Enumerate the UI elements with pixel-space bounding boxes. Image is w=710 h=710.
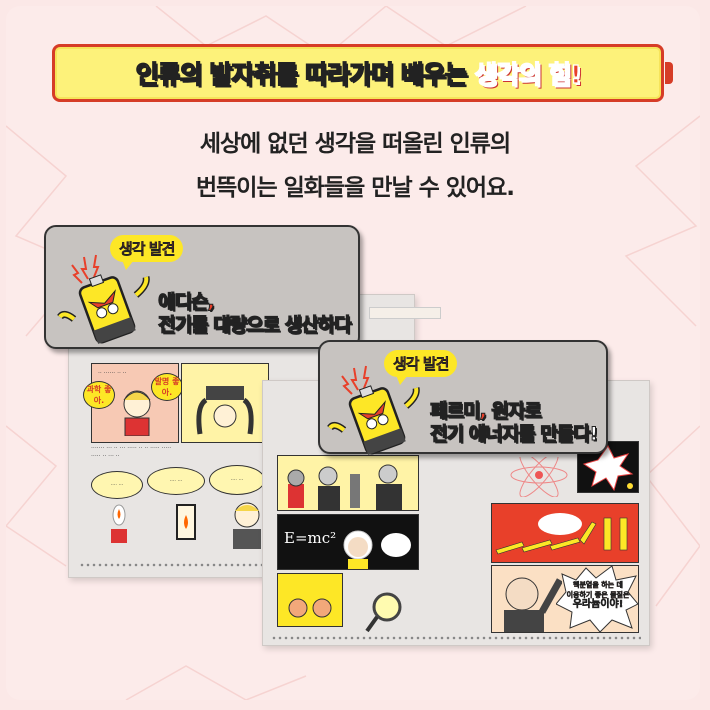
comic-panel-chain-reaction [491,503,639,563]
comic-panel-invention [181,363,269,443]
headline-word: 를 만들다! [518,423,599,446]
uranium-shout: 핵분열을 하는 데 이용하기 좋은 물질은 우라늄이야! [562,580,634,610]
headline-word: 로 [524,400,543,423]
formula-text: E=mc² [284,529,337,547]
bubble-invention: 발명 좋아. [151,373,183,401]
title-banner: 인류의 발자취를 따라가며 배우는 생각의 힘! [52,44,673,102]
shout-burst [556,566,638,632]
dominoes-illustration [495,513,628,555]
banner-title-text: 인류의 발자취를 따라가며 배우는 [135,59,475,89]
battery-mascot-icon [327,365,420,455]
shout-line-2: 이용하기 좋은 물질은 [566,591,630,600]
shout-line-1: 핵분열을 하는 데 [573,581,623,590]
fermi-character [504,577,562,632]
page-body-text: ······· ··· ·· ··· ····· ·· ·· ····· ···… [91,445,172,460]
comic-panel-scientists [277,455,419,511]
subtitle-line-2: 번뜩이는 일화들을 만날 수 있어요. [195,175,515,201]
headline-line-2: 전기를 대량으로 생산하다 [158,314,353,337]
magnifier-illustration [365,592,402,633]
headline-word: 으로 [246,314,285,337]
banner-title: 인류의 발자취를 따라가며 배우는 생각의 힘! [135,55,582,91]
panel-caption: ·· ······ ·· ·· [98,370,127,377]
edison-character [123,390,151,436]
headline-line-2: 전기 에너지를 만들다! [429,423,599,446]
edison-headline: 에디슨, 전기를 대량으로 생산하다 [158,291,353,337]
bubble-1: ···· ··· [91,471,143,499]
headline-word: 전기 에너지 [429,423,519,446]
edison-title-card: 생각 발견 에디슨, 전기를 대량으로 생산하다 [44,225,360,349]
banner-title-accent: 생각의 힘! [474,59,582,89]
fermi-headline: 페르미, 원자로 전기 에너지를 만들다! [429,400,599,446]
fermi-title-card: 생각 발견 페르미, 원자로 전기 에너지를 만들다! [318,340,608,455]
discovery-tag: 생각 발견 [384,350,458,385]
shout-line-3: 우라늄이야! [572,599,624,610]
battery-mascot-icon [57,254,150,344]
comic-panel-einstein: E=mc² [277,514,419,570]
atom-diagram [510,457,568,497]
subtitle-line-1: 세상에 없던 생각을 떠올린 인류의 [199,131,511,157]
scientists-illustration [287,464,402,510]
battery-tip [665,62,673,84]
monkeys-illustration [288,598,332,618]
bubble-2: ···· ··· [147,467,205,495]
headline-line-1: 에디슨, [158,291,216,314]
headline-word: 를 [190,314,214,337]
einstein-character [343,530,411,569]
bubble-science: 과학 좋아. [83,381,115,409]
starburst-background [6,6,700,700]
discovery-tag: 생각 발견 [110,235,184,270]
headline-word: 원자 [491,400,526,423]
headline-word: 대량 [213,314,248,337]
page-caption-box [369,307,441,319]
page-dots-divider [271,636,641,640]
page-dots-divider [79,563,299,567]
lamps-illustration [111,502,261,549]
headline-word: 하다 [317,314,352,337]
headline-line-1: 페르미, 원자로 [429,400,597,423]
headline-word: 생산 [284,314,319,337]
comic-panel-uranium: 핵분열을 하는 데 이용하기 좋은 물질은 우라늄이야! [491,565,639,633]
headline-word: 전기 [158,314,193,337]
comic-panel-monkeys [277,573,343,627]
edison-lifting-character [196,386,254,435]
bubble-3: ···· ··· [209,465,265,495]
headline-word: 페르미, [429,400,492,423]
